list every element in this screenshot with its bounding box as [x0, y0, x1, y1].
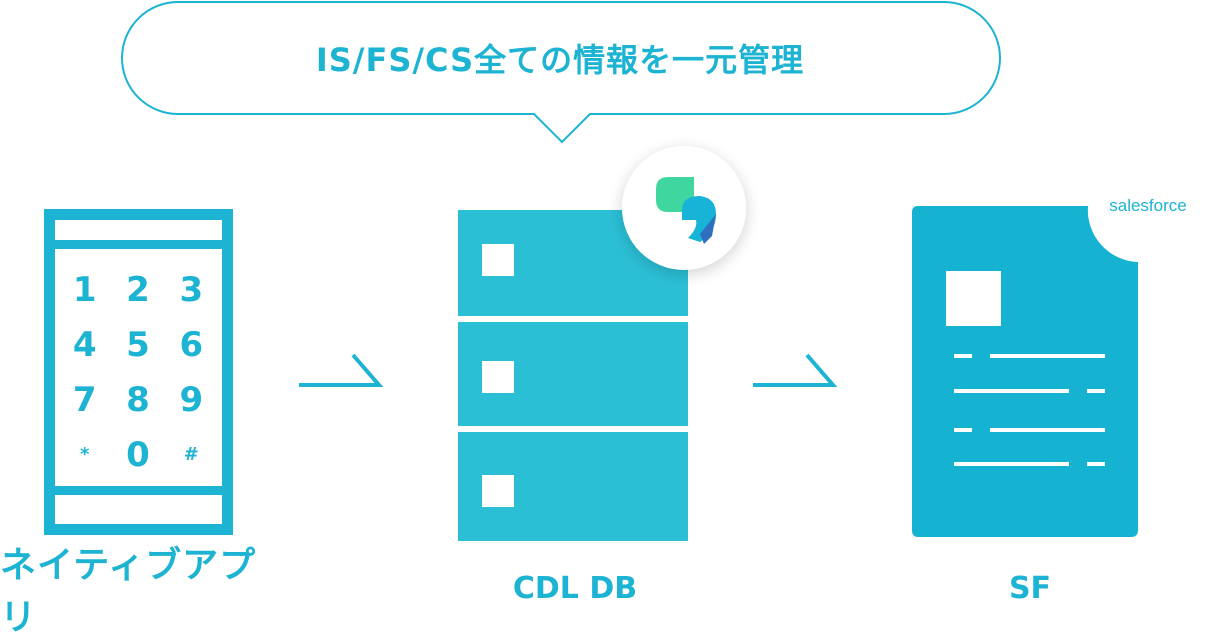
- sf-label: SF: [1008, 570, 1052, 606]
- key-5: 5: [126, 324, 150, 365]
- arrow-icon: [299, 353, 384, 387]
- keypad: 1 2 3 4 5 6 7 8 9 * 0 #: [58, 262, 218, 482]
- document-icon: [912, 206, 1138, 537]
- key-4: 4: [72, 324, 97, 365]
- arrow-icon: [753, 353, 838, 387]
- key-8: 8: [126, 379, 150, 420]
- cdl-logo-icon: [622, 146, 746, 270]
- key-star: *: [79, 444, 90, 465]
- key-3: 3: [179, 269, 204, 310]
- key-0: 0: [126, 434, 150, 475]
- db-label: CDL DB: [512, 570, 638, 606]
- diagram-canvas: [44, 0, 1138, 541]
- app-label: ネイティブアプリ: [0, 545, 257, 638]
- phone-icon: [44, 209, 233, 535]
- key-7: 7: [72, 379, 97, 420]
- speech-bubble: [121, 0, 1001, 144]
- key-2: 2: [126, 269, 150, 310]
- key-hash: #: [183, 444, 199, 465]
- salesforce-logo: salesforce: [1109, 196, 1187, 215]
- key-6: 6: [179, 324, 204, 365]
- key-1: 1: [72, 269, 97, 310]
- key-9: 9: [179, 379, 204, 420]
- bubble-text: IS/FS/CS全ての情報を一元管理: [315, 41, 805, 79]
